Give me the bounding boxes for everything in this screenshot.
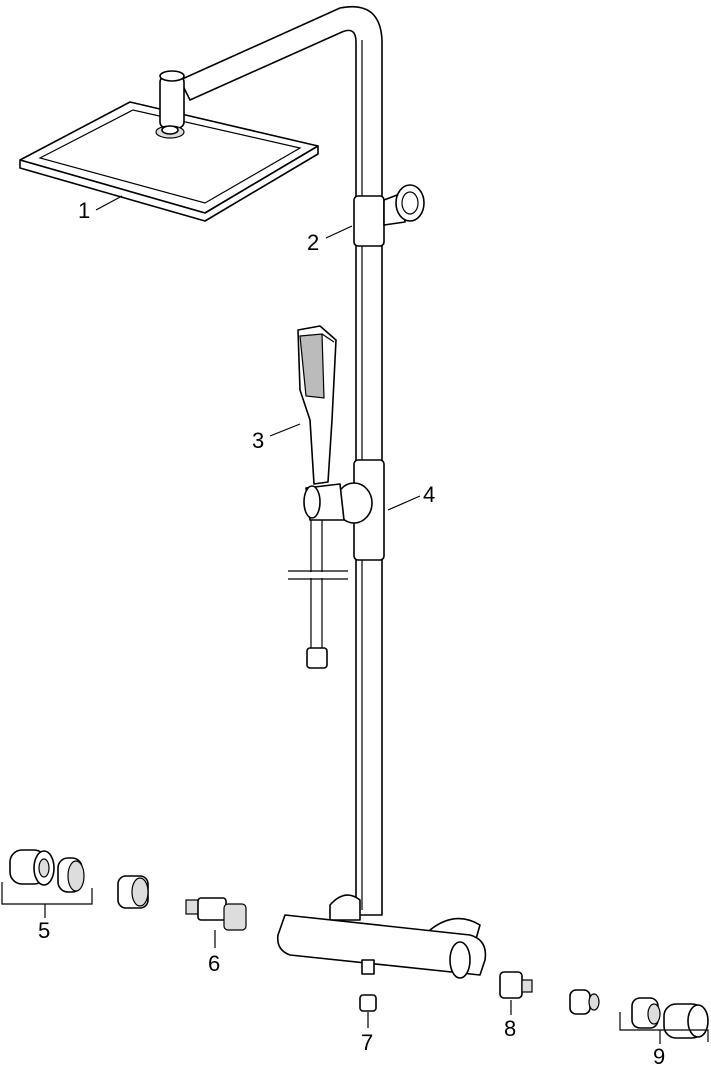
rain-shower-head [19,70,319,222]
part-label-6: 6 [208,951,221,976]
hand-shower-holder [303,459,385,561]
leader-lines [95,195,421,511]
part-label-1: 1 [78,198,91,223]
part-label-9: 9 [653,1044,666,1069]
part-check-valve [569,989,600,1015]
part-5-connectors [1,849,93,918]
shower-hose [288,520,348,669]
part-nut [117,875,149,909]
part-8-valve [499,971,533,1015]
part-label-7: 7 [361,1030,374,1055]
wall-bracket [353,184,425,247]
part-label-4: 4 [423,482,436,507]
hand-shower [297,325,337,485]
part-label-3: 3 [252,428,265,453]
part-7-aerator [359,994,377,1028]
thermostat-body [276,894,487,979]
part-label-8: 8 [504,1016,517,1041]
part-9-handle [619,997,709,1044]
part-6-cartridge [185,897,247,948]
part-label-2: 2 [307,230,320,255]
part-label-5: 5 [38,918,51,943]
